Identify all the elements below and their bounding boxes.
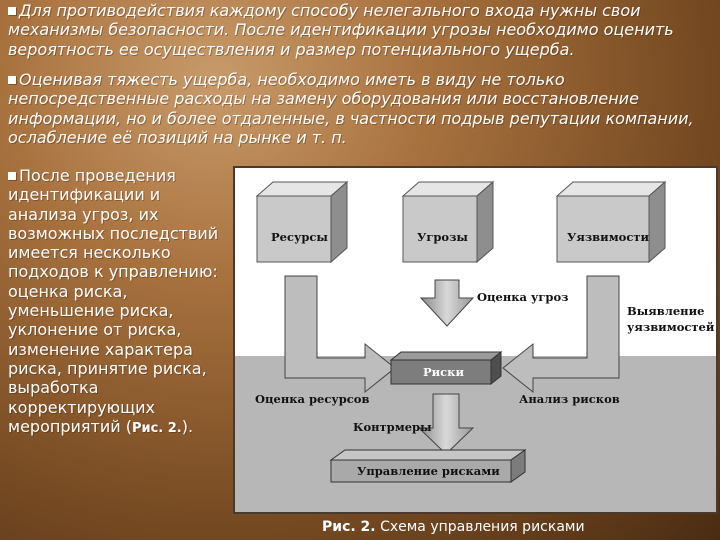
vulnerabilities-label: Уязвимости: [567, 230, 650, 244]
risk-management-diagram: Ресурсы Угрозы Уязвимости Оценка угроз В…: [233, 166, 718, 514]
paragraph-2: Оценивая тяжесть ущерба, необходимо имет…: [8, 70, 708, 147]
risk-management-label: Управление рисками: [357, 464, 500, 478]
risks-label: Риски: [423, 365, 465, 379]
threats-cube: [401, 180, 495, 264]
paragraph-3-end: ).: [181, 416, 194, 436]
figure-reference: Рис. 2.: [131, 420, 182, 436]
vulnerabilities-to-risks-arrow: [502, 275, 620, 394]
bullet-icon: [8, 76, 16, 84]
paragraph-1-text: Для противодействия каждому способу неле…: [8, 1, 674, 59]
caption-text: Схема управления рисками: [375, 519, 585, 535]
figure-caption: Рис. 2. Схема управления рисками: [322, 519, 662, 535]
threat-assessment-label: Оценка угроз: [477, 290, 569, 304]
resources-label: Ресурсы: [271, 230, 328, 244]
threats-label: Угрозы: [417, 230, 468, 244]
paragraph-2-text: Оценивая тяжесть ущерба, необходимо имет…: [8, 70, 694, 147]
diagram-shapes: [255, 180, 667, 483]
risk-analysis-label: Анализ рисков: [519, 392, 620, 406]
resource-assessment-label: Оценка ресурсов: [255, 392, 370, 406]
vulnerabilities-cube: [555, 180, 667, 264]
bullet-icon: [8, 172, 16, 180]
risks-box: [389, 350, 503, 386]
caption-prefix: Рис. 2.: [322, 519, 376, 535]
resources-cube: [255, 180, 349, 264]
paragraph-3: После проведения идентификации и анализа…: [8, 166, 232, 438]
resources-to-risks-arrow: [284, 275, 396, 394]
vulnerability-detection-label-1: Выявление: [627, 304, 705, 318]
countermeasures-arrow: [417, 393, 475, 455]
risk-management-box: [329, 449, 527, 483]
paragraph-3-text: После проведения идентификации и анализа…: [8, 166, 219, 436]
threat-assessment-arrow: [419, 279, 475, 327]
countermeasures-label: Контрмеры: [353, 420, 432, 434]
paragraph-1: Для противодействия каждому способу неле…: [8, 1, 708, 59]
bullet-icon: [8, 7, 16, 15]
vulnerability-detection-label-2: уязвимостей: [627, 320, 715, 334]
